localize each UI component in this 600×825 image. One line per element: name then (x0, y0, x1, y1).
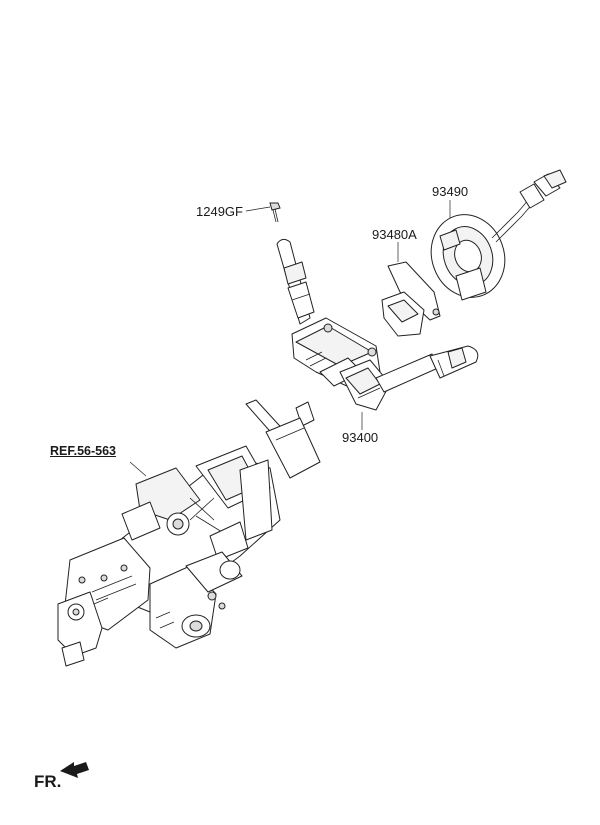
leader-bolt (245, 206, 271, 212)
leader-reference (129, 461, 147, 477)
label-bolt: 1249GF (196, 204, 243, 219)
clock-spring-part (430, 169, 567, 301)
front-arrow-icon (60, 762, 89, 778)
label-bracket: 93480A (372, 227, 417, 242)
multifunction-switch-part (276, 238, 479, 411)
label-front: FR. (34, 772, 62, 791)
label-clock-spring: 93490 (432, 184, 469, 199)
bolt-part (269, 202, 281, 223)
bracket-part (381, 261, 441, 337)
label-multifunction-switch: 93400 (342, 430, 379, 445)
steering-column-part (57, 399, 321, 667)
label-reference: REF.56-563 (50, 444, 117, 458)
